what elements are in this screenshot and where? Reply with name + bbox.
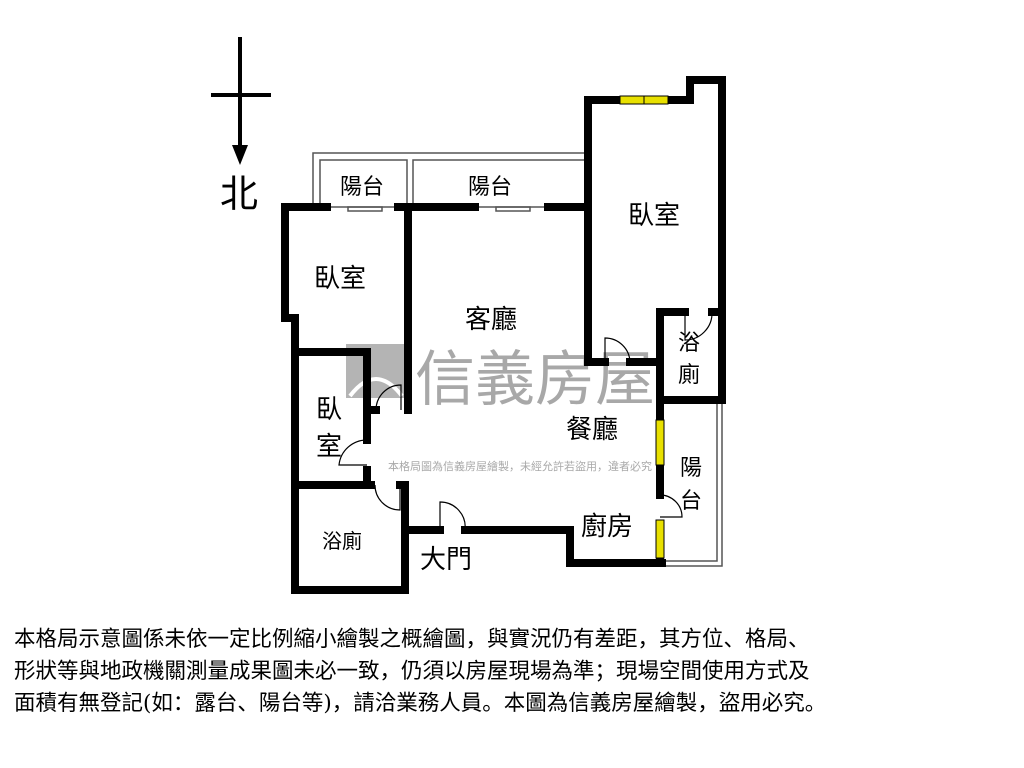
north-arrow-icon bbox=[211, 37, 271, 165]
living-room-label: 客廳 bbox=[465, 305, 517, 335]
watermark-logo: 信義房屋 本格局圖為信義房屋繪製，未經允許若盜用，違者必究 bbox=[346, 344, 655, 473]
watermark-brand: 信義房屋 bbox=[415, 345, 655, 415]
balcony-top-label: 陽台 bbox=[468, 175, 512, 200]
bedroom-right-label: 臥室 bbox=[628, 201, 680, 231]
balcony-right-label-1: 陽 bbox=[680, 456, 702, 481]
bedroom-small-label-1: 臥 bbox=[316, 395, 342, 425]
bathroom-right-label-1: 浴 bbox=[678, 331, 700, 356]
bathroom-left-label: 浴廁 bbox=[322, 529, 362, 553]
balcony-right-label-2: 台 bbox=[680, 489, 702, 514]
disclaimer: 本格局示意圖係未依一定比例縮小繪製之概繪圖，與實況仍有差距，其方位、格局、 形狀… bbox=[14, 624, 1014, 720]
watermark-notice: 本格局圖為信義房屋繪製，未經允許若盜用，違者必究 bbox=[388, 459, 652, 473]
walls bbox=[281, 76, 726, 594]
floor-plan: 北 信義房屋 本格局圖為信義房屋繪製，未經允許若盜用，違者必究 bbox=[211, 37, 726, 594]
door-swings bbox=[338, 311, 713, 531]
kitchen-label: 廚房 bbox=[581, 512, 633, 542]
dining-room-label: 餐廳 bbox=[566, 415, 618, 445]
bedroom-left-label: 臥室 bbox=[314, 264, 366, 294]
balcony-outlines bbox=[312, 152, 723, 567]
disclaimer-line: 面積有無登記(如：露台、陽台等)，請洽業務人員。本圖為信義房屋繪製，盜用必究。 bbox=[14, 691, 827, 716]
disclaimer-line: 本格局示意圖係未依一定比例縮小繪製之概繪圖，與實況仍有差距，其方位、格局、 bbox=[14, 627, 810, 652]
bedroom-small-label-2: 室 bbox=[316, 432, 342, 462]
disclaimer-line: 形狀等與地政機關測量成果圖未必一致，仍須以房屋現場為準；現場空間使用方式及 bbox=[14, 659, 810, 684]
compass-label: 北 bbox=[220, 172, 258, 216]
balcony-left-label: 陽台 bbox=[340, 175, 384, 200]
entrance-label: 大門 bbox=[420, 545, 472, 575]
windows bbox=[619, 95, 669, 559]
bathroom-right-label-2: 廁 bbox=[678, 363, 700, 388]
